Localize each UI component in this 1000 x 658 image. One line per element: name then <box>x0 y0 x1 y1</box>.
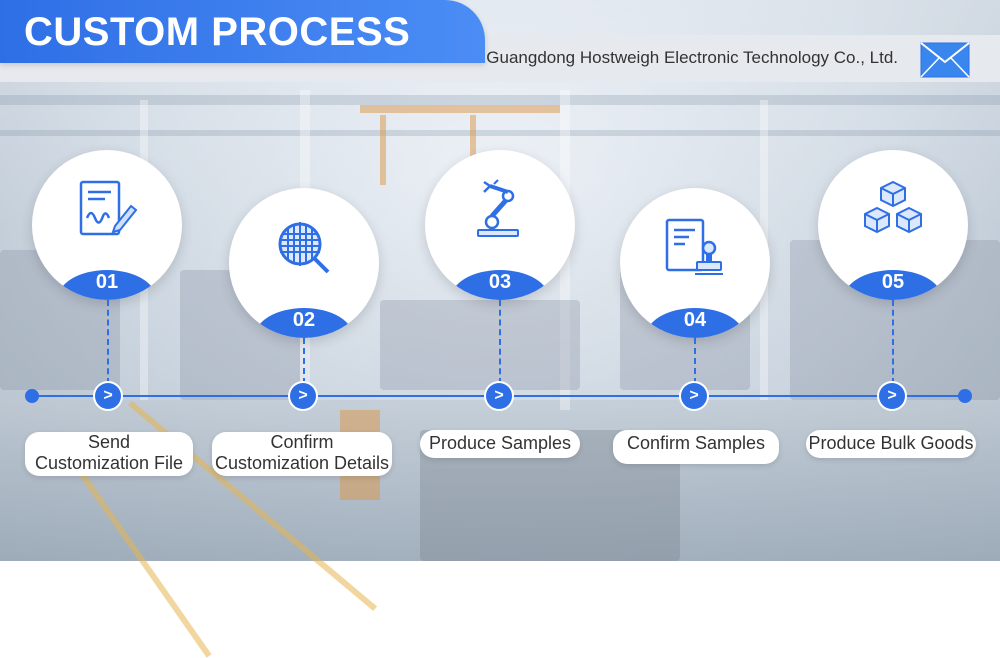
step-circle-04: 04 <box>620 188 770 338</box>
step-connector <box>499 300 501 384</box>
step-label-line: Confirm <box>212 432 392 453</box>
robot-arm-icon <box>468 178 532 242</box>
step-circle-01: 01 <box>32 150 182 300</box>
title-tab: CUSTOM PROCESS <box>0 0 485 63</box>
step-label-line: Send <box>25 432 193 453</box>
chevron-right-icon: > <box>486 383 512 409</box>
step-connector <box>892 300 894 384</box>
step-number: 01 <box>32 271 182 294</box>
chevron-right-icon: > <box>681 383 707 409</box>
step-number: 02 <box>229 309 379 332</box>
step-label-03: Produce Samples <box>420 430 580 458</box>
step-connector <box>107 300 109 384</box>
step-circle-03: 03 <box>425 150 575 300</box>
chevron-right-icon: > <box>879 383 905 409</box>
step-label-04: Confirm Samples <box>613 430 779 464</box>
timeline-start-dot <box>25 389 39 403</box>
chevron-right-icon: > <box>290 383 316 409</box>
mesh-inspect-icon <box>272 216 336 280</box>
timeline-end-dot <box>958 389 972 403</box>
step-label-line: Confirm Samples <box>613 430 779 456</box>
step-connector <box>303 338 305 384</box>
step-number: 05 <box>818 271 968 294</box>
step-connector <box>694 338 696 384</box>
step-circle-05: 05 <box>818 150 968 300</box>
step-label-02: Confirm Customization Details <box>212 432 392 476</box>
mail-icon[interactable] <box>920 42 970 78</box>
step-label-line: Customization Details <box>212 453 392 474</box>
step-number: 04 <box>620 309 770 332</box>
step-label-01: Send Customization File <box>25 432 193 476</box>
document-sign-icon <box>75 178 139 242</box>
step-label-line: Produce Samples <box>420 430 580 456</box>
page-title: CUSTOM PROCESS <box>24 10 410 55</box>
step-number: 03 <box>425 271 575 294</box>
company-name: Guangdong Hostweigh Electronic Technolog… <box>486 48 898 68</box>
step-circle-02: 02 <box>229 188 379 338</box>
document-stamp-icon <box>663 216 727 280</box>
step-label-05: Produce Bulk Goods <box>806 430 976 458</box>
step-label-line: Customization File <box>25 453 193 474</box>
step-label-line: Produce Bulk Goods <box>806 430 976 456</box>
chevron-right-icon: > <box>95 383 121 409</box>
boxes-icon <box>861 178 925 242</box>
